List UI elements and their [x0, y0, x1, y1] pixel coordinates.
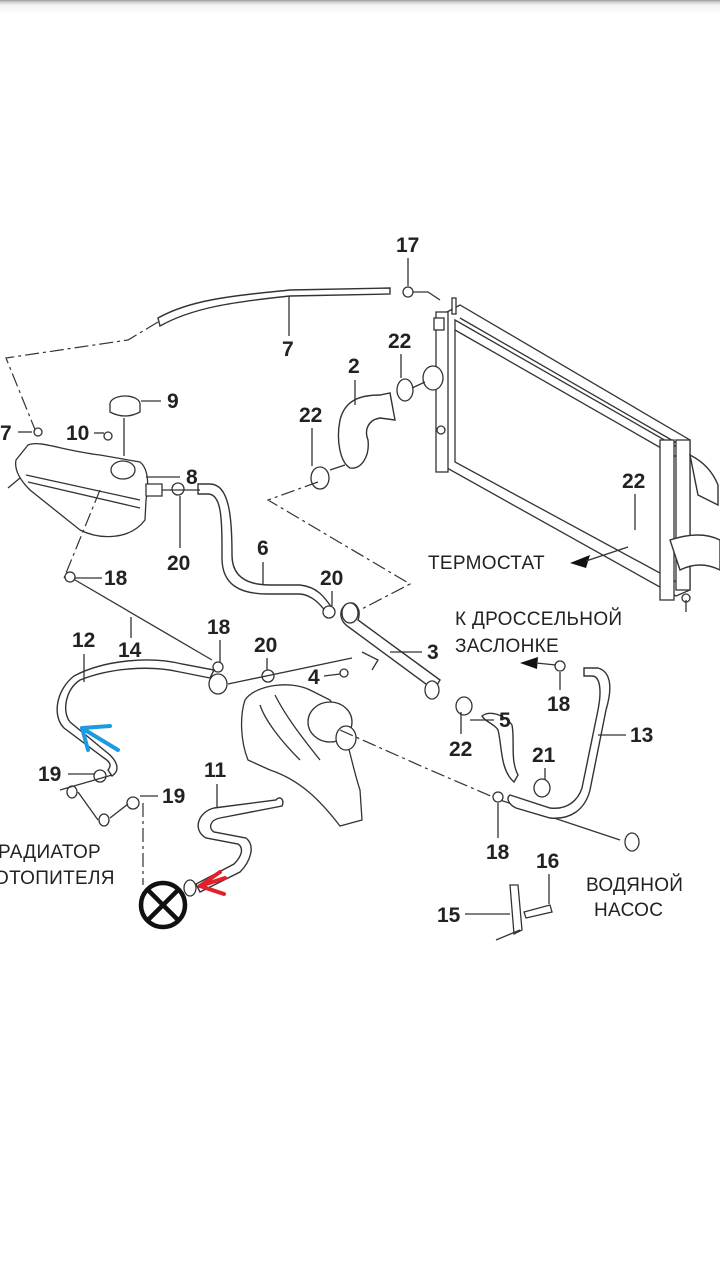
callout-22-lower: 22: [449, 738, 472, 761]
bolt-4: [339, 668, 349, 678]
callout-18-upper: 18: [104, 567, 128, 590]
callout-22-left: 22: [299, 404, 322, 427]
clamp-18-lower: [492, 791, 504, 803]
radiator-outlet-pipe: [689, 453, 719, 507]
callout-3: 3: [427, 641, 439, 664]
clamp-18-upper: [64, 571, 76, 583]
callout-18-lower: 18: [486, 841, 510, 864]
leader-tank-18: [63, 489, 101, 579]
blue-arrow-icon: [80, 724, 120, 752]
clamp-7: [33, 427, 43, 437]
radiator: [433, 297, 691, 612]
callout-20-pipe: 20: [320, 567, 343, 590]
callout-14: 14: [118, 639, 142, 662]
callout-11: 11: [204, 759, 227, 782]
bracket-15: [509, 884, 523, 936]
callout-7-left: 7: [0, 422, 12, 445]
leader-thermostat: [266, 481, 412, 613]
callout-19-upper: 19: [38, 763, 61, 786]
label-pump-line2: НАСОС: [594, 900, 663, 921]
label-heater-line1: РАДИАТОР: [0, 842, 101, 863]
hose-11: [195, 797, 284, 893]
callout-7: 7: [282, 338, 294, 361]
label-throttle-line1: К ДРОССЕЛЬНОЙ: [455, 608, 622, 630]
label-heater-line2: ОТОПИТЕЛЯ: [0, 868, 115, 889]
clamp-22-left: [310, 466, 330, 490]
clamp-21: [533, 778, 551, 798]
callout-20-tank: 20: [167, 552, 190, 575]
lower-hose-stub: [669, 534, 720, 571]
callout-16: 16: [536, 850, 559, 873]
callout-6: 6: [257, 537, 269, 560]
callout-22-upper: 22: [388, 330, 411, 353]
clamp-22-lower: [455, 696, 473, 716]
callout-9: 9: [167, 390, 179, 413]
arrow-throttle: [520, 657, 538, 669]
leader-pump: [339, 729, 501, 801]
callout-5: 5: [499, 709, 511, 732]
callout-19-lower: 19: [162, 785, 185, 808]
red-arrow-icon: [198, 870, 227, 896]
label-throttle-line2: ЗАСЛОНКЕ: [455, 636, 559, 657]
hose-2: [337, 392, 396, 469]
clamp-18-mid: [212, 661, 224, 673]
expansion-tank: [7, 443, 163, 538]
clamp-19-lower: [126, 796, 140, 810]
hose-13: [507, 667, 611, 819]
radiator-inlet-pipe: [422, 365, 444, 391]
callout-21: 21: [532, 744, 556, 767]
water-pump-inlet: [624, 832, 640, 852]
callout-18-throttle: 18: [547, 693, 571, 716]
clamp-17: [402, 286, 414, 298]
clamp-20-tank: [171, 482, 185, 496]
intake-manifold: [240, 684, 363, 827]
callout-12: 12: [72, 629, 95, 652]
callout-13: 13: [630, 724, 653, 747]
status-bar-shadow: [0, 0, 720, 14]
tank-cap-9: [109, 395, 141, 417]
callout-22-right: 22: [622, 470, 645, 493]
clamp-20-pipe: [322, 605, 336, 619]
hose-12: [56, 659, 216, 777]
leader-7: [5, 321, 159, 433]
hose-7: [157, 287, 391, 328]
thermostat-housing: [341, 602, 359, 624]
nut-10: [103, 431, 113, 441]
callout-10: 10: [66, 422, 89, 445]
clamp-22-upper: [396, 378, 414, 402]
callout-18-mid: 18: [207, 616, 231, 639]
cross-circle-icon: [138, 880, 188, 930]
callout-2: 2: [348, 355, 360, 378]
screw-16: [523, 904, 553, 919]
callout-15: 15: [437, 904, 461, 927]
arrow-thermostat: [570, 555, 590, 568]
label-thermostat: ТЕРМОСТАТ: [428, 553, 545, 574]
rod-14: [69, 576, 213, 661]
callout-8: 8: [186, 466, 198, 489]
callout-20-lower: 20: [254, 634, 277, 657]
label-pump-line1: ВОДЯНОЙ: [586, 874, 683, 896]
clamp-18-throttle: [554, 660, 566, 672]
hose-5: [481, 712, 519, 784]
callout-17: 17: [396, 234, 419, 257]
callout-4: 4: [308, 666, 320, 689]
